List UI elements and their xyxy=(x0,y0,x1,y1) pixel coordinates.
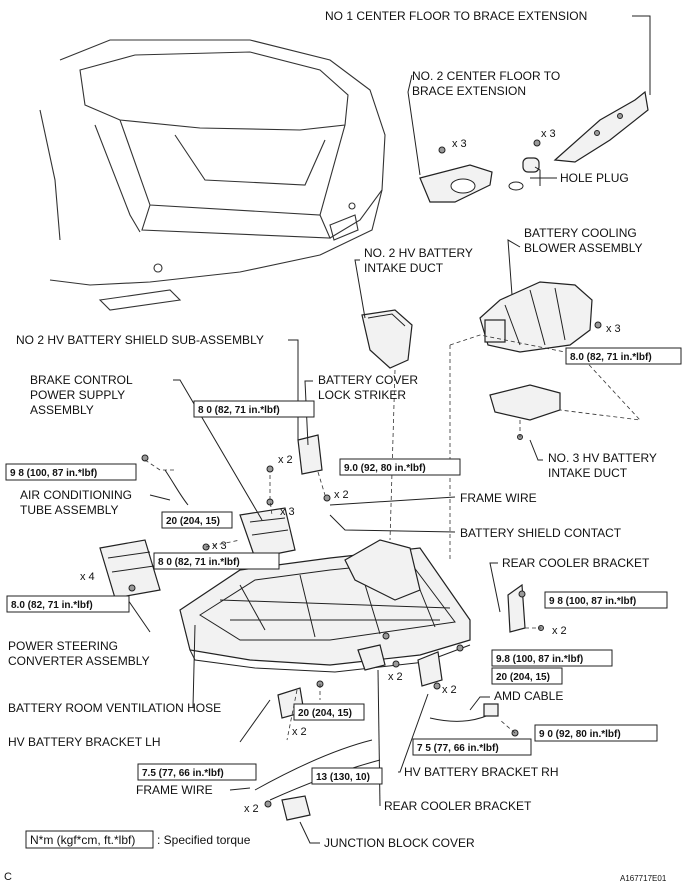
label-frame-wire: FRAME WIRE xyxy=(460,491,537,505)
label-bracket-rh: HV BATTERY BRACKET RH xyxy=(404,765,558,779)
label-blower-2: BLOWER ASSEMBLY xyxy=(524,241,642,255)
torque-battery-20: 20 (204, 15) xyxy=(496,672,550,683)
battery-cover-lock-striker xyxy=(297,434,323,475)
qty-shield-bolts: x 3 xyxy=(280,506,295,518)
corner-code-left: C xyxy=(4,871,12,883)
label-rear-cooler-top: REAR COOLER BRACKET xyxy=(502,556,650,570)
torque-amd: 9 0 (92, 80 in.*lbf) xyxy=(539,729,621,740)
label-brake-2: POWER SUPPLY xyxy=(30,388,125,402)
label-amd-cable: AMD CABLE xyxy=(494,689,563,703)
label-striker-1: BATTERY COVER xyxy=(318,373,418,387)
qty-frame-wire: x 2 xyxy=(244,803,259,815)
qty-rear-cooler: x 2 xyxy=(552,625,567,637)
qty-no1-ext: x 3 xyxy=(541,128,556,140)
label-frame-wire-2: FRAME WIRE xyxy=(136,783,213,797)
torque-frame: 9.0 (92, 80 in.*lbf) xyxy=(344,463,426,474)
torque-bracket-lh: 20 (204, 15) xyxy=(298,708,352,719)
label-hole-plug: HOLE PLUG xyxy=(560,171,629,185)
label-rear-cooler-bottom: REAR COOLER BRACKET xyxy=(384,799,532,813)
battery-cooling-blower-assembly xyxy=(479,281,602,353)
hole-plug-parts xyxy=(508,157,540,191)
qty-brake: x 3 xyxy=(212,540,227,552)
vehicle-rear-illustration xyxy=(39,39,386,311)
qty-bracket-rh-a: x 2 xyxy=(388,671,403,683)
figure-id: A167717E01 xyxy=(620,874,667,883)
label-ac-tube-1: AIR CONDITIONING xyxy=(20,488,132,502)
torque-blower: 8.0 (82, 71 in.*lbf) xyxy=(570,352,652,363)
leader-lines xyxy=(127,15,651,844)
torque-battery-mid: 9.8 (100, 87 in.*lbf) xyxy=(496,654,583,665)
label-vent-hose: BATTERY ROOM VENTILATION HOSE xyxy=(8,701,221,715)
brake-control-power-supply-assembly xyxy=(239,507,296,559)
torque-rear-cooler: 9 8 (100, 87 in.*lbf) xyxy=(549,596,636,607)
label-brake-1: BRAKE CONTROL xyxy=(30,373,133,387)
label-no2-intake-1: NO. 2 HV BATTERY xyxy=(364,246,473,260)
hv-battery-bracket-rh xyxy=(417,651,443,690)
no2-hv-battery-intake-duct xyxy=(361,309,413,369)
label-ac-tube-2: TUBE ASSEMBLY xyxy=(20,503,118,517)
legend-description: : Specified torque xyxy=(157,833,251,847)
qty-blower: x 3 xyxy=(606,323,621,335)
part-labels: NO 1 CENTER FLOOR TO BRACE EXTENSION NO.… xyxy=(8,9,657,850)
rear-cooler-bracket-lower xyxy=(357,644,386,671)
label-shield-contact: BATTERY SHIELD CONTACT xyxy=(460,526,622,540)
torque-center: 8 0 (82, 71 in.*lbf) xyxy=(158,557,240,568)
extension-bolts xyxy=(438,139,541,154)
label-brake-3: ASSEMBLY xyxy=(30,403,94,417)
quantity-labels: x 3 x 3 x 3 x 2 x 3 x 2 x 3 x 4 x 2 x 2 … xyxy=(80,128,621,815)
torque-specs: 8.0 (82, 71 in.*lbf) 8 0 (82, 71 in.*lbf… xyxy=(5,347,682,785)
junction-block-cover-part xyxy=(281,795,311,821)
qty-no2-ext: x 3 xyxy=(452,138,467,150)
label-no2-shield: NO 2 HV BATTERY SHIELD SUB-ASSEMBLY xyxy=(16,333,264,347)
label-ps-converter-2: CONVERTER ASSEMBLY xyxy=(8,654,150,668)
torque-bracket-rh: 7 5 (77, 66 in.*lbf) xyxy=(417,743,499,754)
label-no2-intake-2: INTAKE DUCT xyxy=(364,261,444,275)
legend-box-text: N*m (kgf*cm, ft.*lbf) xyxy=(30,833,135,847)
power-steering-converter-assembly xyxy=(99,539,161,599)
torque-junction: 13 (130, 10) xyxy=(316,772,370,783)
label-no2-center-floor-2: BRACE EXTENSION xyxy=(412,84,526,98)
torque-ac-tube: 9 8 (100, 87 in.*lbf) xyxy=(10,468,97,479)
label-junction-cover: JUNCTION BLOCK COVER xyxy=(324,836,475,850)
torque-shield: 8 0 (82, 71 in.*lbf) xyxy=(198,405,280,416)
no3-hv-battery-intake-duct xyxy=(489,384,561,440)
no2-center-floor-brace-extension xyxy=(419,164,493,203)
label-ps-converter-1: POWER STEERING xyxy=(8,639,118,653)
qty-bracket-lh: x 2 xyxy=(292,726,307,738)
torque-legend: N*m (kgf*cm, ft.*lbf) : Specified torque xyxy=(25,830,251,849)
hv-battery-assembly xyxy=(179,539,471,673)
label-bracket-lh: HV BATTERY BRACKET LH xyxy=(8,735,161,749)
label-blower-1: BATTERY COOLING xyxy=(524,226,637,240)
air-conditioning-tube-assembly xyxy=(141,454,189,506)
torque-ps-converter: 8.0 (82, 71 in.*lbf) xyxy=(11,600,93,611)
label-no2-center-floor-1: NO. 2 CENTER FLOOR TO xyxy=(412,69,560,83)
torque-brake-bolt: 20 (204, 15) xyxy=(166,516,220,527)
fastener-bolts xyxy=(128,465,526,668)
label-no3-intake-1: NO. 3 HV BATTERY xyxy=(548,451,657,465)
no1-center-floor-brace-extension xyxy=(553,90,649,163)
label-no3-intake-2: INTAKE DUCT xyxy=(548,466,628,480)
label-no1-center-floor: NO 1 CENTER FLOOR TO BRACE EXTENSION xyxy=(325,9,587,23)
qty-frame-bolts: x 2 xyxy=(334,489,349,501)
amd-cable-part xyxy=(429,703,519,737)
rear-cooler-bracket-upper xyxy=(507,583,544,633)
qty-ps: x 4 xyxy=(80,571,95,583)
qty-striker: x 2 xyxy=(278,454,293,466)
qty-bracket-rh-b: x 2 xyxy=(442,684,457,696)
torque-frame-wire: 7.5 (77, 66 in.*lbf) xyxy=(142,768,224,779)
label-striker-2: LOCK STRIKER xyxy=(318,388,406,402)
